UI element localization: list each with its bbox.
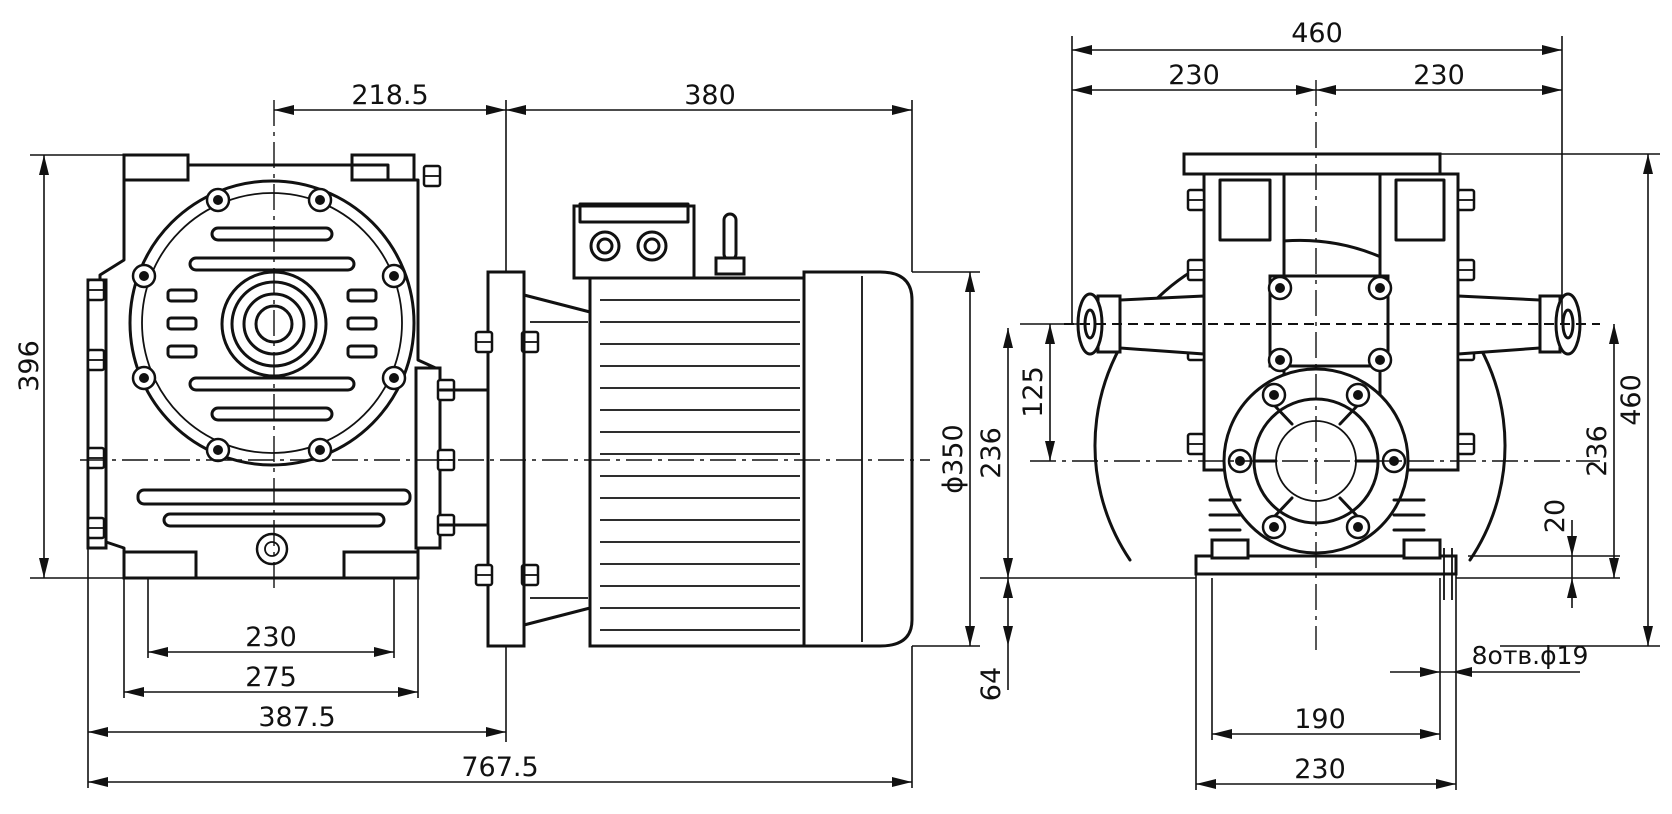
- motor-side-view: [438, 202, 914, 648]
- bolt-icon: [307, 437, 333, 463]
- motor-flange: [486, 270, 526, 648]
- gearbox-round-cover: [128, 179, 416, 467]
- dim-230-right: 230: [1413, 60, 1465, 91]
- dim-190: 190: [1294, 704, 1346, 735]
- dim-275: 275: [245, 662, 297, 693]
- dim-380: 380: [684, 80, 736, 111]
- dim-230-left: 230: [1168, 60, 1220, 91]
- dim-387-5: 387.5: [258, 702, 335, 733]
- dim-holes: 8отв.ϕ19: [1472, 641, 1589, 670]
- base-plate: [1194, 554, 1458, 576]
- dim-218-5: 218.5: [351, 80, 428, 111]
- top-plate: [1182, 152, 1442, 176]
- dim-phi350: ϕ350: [938, 424, 969, 493]
- bolt-icon: [205, 437, 231, 463]
- dim-64: 64: [976, 667, 1007, 701]
- dimension-lines: [30, 36, 1660, 790]
- bolt-icon: [381, 365, 407, 391]
- bolt-icon: [307, 187, 333, 213]
- center-lines: [80, 80, 1600, 650]
- dim-20: 20: [1540, 499, 1571, 533]
- dim-230-side: 230: [245, 622, 297, 653]
- gearbox-left-flange: [86, 278, 108, 550]
- bolt-icon: [381, 263, 407, 289]
- motor-circle: [1093, 239, 1507, 562]
- dim-396: 396: [14, 340, 45, 392]
- dimension-labels: 218.5 380 396 230 275 387.5 767.5 ϕ350 2…: [14, 18, 1647, 785]
- dim-236-side: 236: [976, 427, 1007, 479]
- gearbox-side-view: [86, 153, 456, 580]
- dim-125: 125: [1018, 366, 1049, 418]
- fan-cover: [802, 270, 914, 648]
- terminal-box: [572, 204, 696, 280]
- dim-460-top: 460: [1291, 18, 1343, 49]
- lifting-eye: [722, 212, 738, 262]
- motor-body: [588, 276, 806, 648]
- dim-236-end: 236: [1582, 425, 1613, 477]
- gearbox-right-cover: [414, 366, 442, 550]
- cooling-fins: [600, 299, 800, 631]
- dim-460-side: 460: [1616, 374, 1647, 426]
- bolt-icon: [131, 365, 157, 391]
- bolt-icon: [131, 263, 157, 289]
- gearbox-top-lug-left: [122, 153, 190, 182]
- dim-767-5: 767.5: [461, 752, 538, 783]
- end-view: [1076, 152, 1582, 600]
- bolt-icon: [205, 187, 231, 213]
- gearbox-top-lug-right: [350, 153, 416, 182]
- dim-230-bottom: 230: [1294, 754, 1346, 785]
